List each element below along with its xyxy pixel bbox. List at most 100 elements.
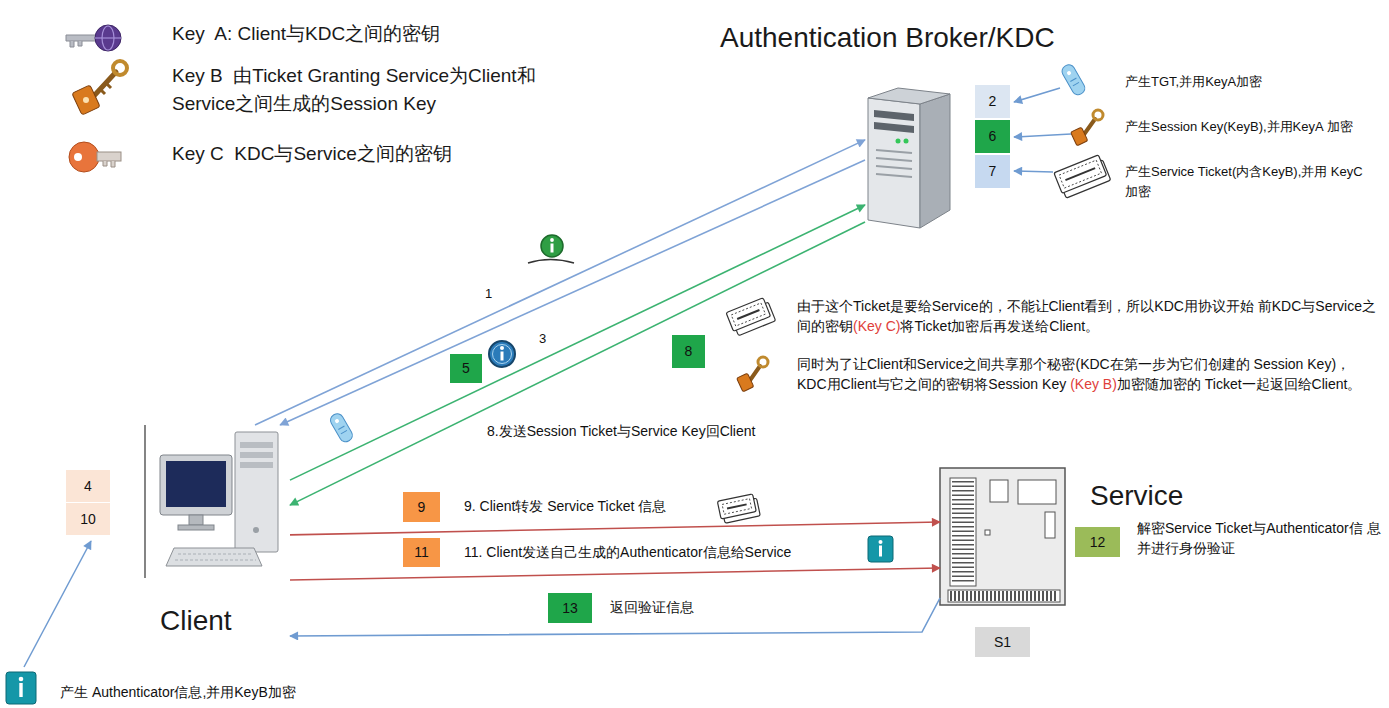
connector-label: 返回验证信息 <box>608 598 696 616</box>
service-illustration <box>950 478 976 586</box>
session-key-icon <box>1071 127 1088 146</box>
annotation-text: 加密随加密的 Ticket一起返回给Client。 <box>1117 376 1362 392</box>
annotation-text: 将Ticket加密后再发送给Client。 <box>900 318 1099 334</box>
server-illustration <box>868 88 950 104</box>
connector-label: 11. Client发送自己生成的Authenticator信息给Service <box>462 543 793 561</box>
key-c-icon <box>69 142 121 172</box>
connector-arrow <box>280 160 865 425</box>
authenticator-icon <box>6 672 36 704</box>
ticket-icon <box>1054 155 1107 193</box>
service-illustration <box>948 590 1060 602</box>
connector-label: 3 <box>537 330 548 348</box>
connector-arrow <box>290 568 940 580</box>
session-key-icon <box>737 373 754 392</box>
connector-arrow <box>255 140 865 425</box>
authenticator-icon <box>489 341 515 367</box>
session-key-icon <box>758 357 768 367</box>
step-number: 4 <box>84 478 92 495</box>
key-c-icon <box>74 153 82 161</box>
computer-illustration <box>189 515 203 525</box>
ticket-icon <box>726 297 776 337</box>
ticket-icon <box>722 499 751 515</box>
key-a-icon <box>95 25 121 51</box>
annotation-text: 产生TGT,并用KeyA加密 <box>1125 72 1365 92</box>
ticket-icon <box>1065 168 1095 180</box>
step-box: S1 <box>975 627 1030 657</box>
service-illustration <box>1018 480 1056 504</box>
step-box: 5 <box>450 354 482 383</box>
key-b-icon <box>83 97 89 103</box>
connector-label: 1 <box>483 285 494 303</box>
connector-label: 9. Client转发 Service Ticket 信息 <box>462 497 668 515</box>
step-number: 6 <box>989 128 997 145</box>
key-b-icon <box>113 61 127 75</box>
leader-arrow <box>24 541 91 667</box>
service-illustration <box>985 530 990 535</box>
device-node: Authentication Broker/KDC <box>865 88 950 228</box>
service-illustration <box>990 480 1008 502</box>
annotation-text: (Key B) <box>1070 376 1117 392</box>
step-box: 11 <box>403 538 440 567</box>
server-illustration <box>920 94 950 228</box>
legend-text: Key A: Client与KDC之间的密钥 <box>172 20 592 48</box>
computer-illustration <box>178 554 252 555</box>
tgt-icon <box>1060 63 1087 97</box>
server-illustration <box>876 166 912 169</box>
authenticator-icon <box>528 260 574 264</box>
computer-illustration <box>240 442 273 448</box>
annotation-text: (Key C) <box>853 318 900 334</box>
key-a-icon <box>66 25 121 51</box>
step-box: 4 <box>66 470 110 502</box>
tgt-icon <box>1070 78 1076 82</box>
key-a-icon <box>95 37 121 38</box>
step-number: S1 <box>994 634 1011 651</box>
authenticator-icon <box>541 235 563 257</box>
step-box: 13 <box>548 593 592 623</box>
server-illustration <box>896 139 901 144</box>
step-box: 8 <box>672 335 705 368</box>
service-illustration <box>952 481 974 584</box>
tgt-icon <box>1066 70 1071 75</box>
step-number: 12 <box>1090 534 1106 551</box>
authenticator-icon <box>500 346 504 350</box>
ticket-icon <box>731 303 765 326</box>
step-number: 13 <box>562 600 578 617</box>
step-number: 9 <box>418 499 426 516</box>
connector-arrow <box>290 522 940 535</box>
key-c-icon <box>69 142 99 172</box>
leader-arrow <box>1014 171 1053 172</box>
authenticator-icon <box>868 536 893 562</box>
step-box: 10 <box>66 503 110 535</box>
note-paragraph: 由于这个Ticket是要给Service的，不能让Client看到，所以KDC用… <box>797 296 1379 336</box>
computer-illustration <box>160 455 232 515</box>
computer-illustration <box>166 548 262 566</box>
computer-illustration <box>166 461 226 507</box>
authenticator-icon <box>19 683 22 697</box>
key-a-icon <box>70 41 82 47</box>
authenticator-icon <box>550 238 554 242</box>
computer-illustration <box>253 527 259 533</box>
tgt-icon <box>328 412 354 444</box>
ticket-icon <box>1059 160 1101 188</box>
leader-arrow <box>1014 88 1071 172</box>
step-box: 7 <box>975 155 1010 188</box>
authenticator-icon <box>493 345 512 364</box>
server-illustration <box>876 158 912 161</box>
step-number: 8 <box>685 343 693 360</box>
step-box: 2 <box>975 85 1010 118</box>
computer-illustration <box>240 452 273 458</box>
leader-arrow <box>1014 88 1060 102</box>
authenticator-icon <box>868 536 893 562</box>
leader-arrow <box>1014 134 1071 137</box>
computer-illustration <box>178 525 214 530</box>
session-key-icon <box>1093 110 1103 120</box>
key-c-icon <box>103 161 115 167</box>
legend-text: Key C KDC与Service之间的密钥 <box>172 140 592 168</box>
authenticator-icon <box>528 235 574 263</box>
ticket-icon <box>737 310 759 319</box>
authenticator-icon <box>879 540 883 544</box>
step-box: 12 <box>1075 527 1120 557</box>
key-b-icon <box>72 61 127 115</box>
key-b-icon <box>72 85 100 115</box>
